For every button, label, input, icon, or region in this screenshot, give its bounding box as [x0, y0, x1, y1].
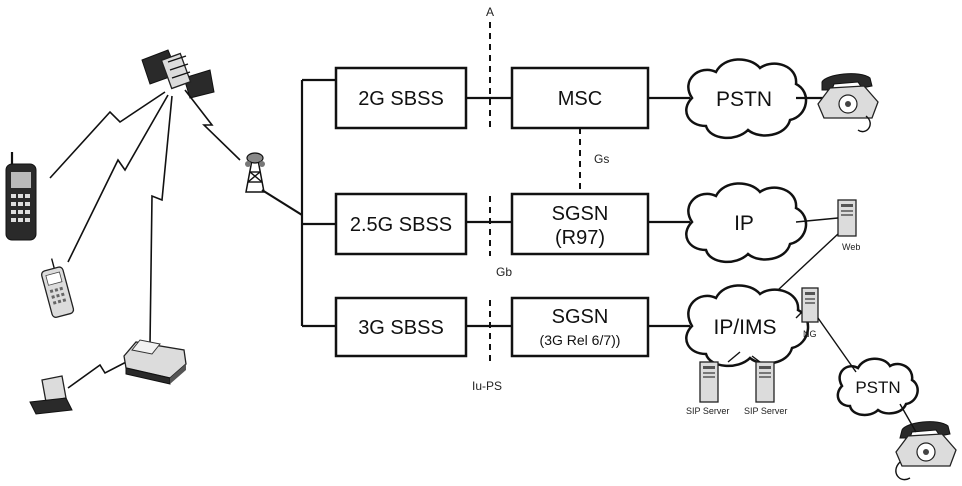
sbss-2g-box: 2G SBSS — [334, 66, 468, 130]
gs-interface-label: Gs — [594, 152, 609, 166]
pstn-cloud-top: PSTN — [685, 58, 808, 139]
sgsn-3g-box: SGSN (3G Rel 6/7)) — [510, 296, 650, 358]
sip-server-2-label: SIP Server — [744, 406, 787, 416]
sgsn-3g-label-1: SGSN — [552, 306, 609, 328]
mobile-phone-icon — [5, 152, 37, 241]
radio-links — [49, 89, 241, 389]
a-interface-label: A — [486, 5, 494, 19]
ip-label: IP — [734, 212, 754, 235]
web-server-icon — [837, 199, 857, 237]
ip-ims-cloud: IP/IMS — [685, 284, 810, 367]
sbss-2g-label: 2G SBSS — [358, 88, 444, 110]
cloud-links — [648, 96, 690, 328]
sgsn-3g-label-2: (3G Rel 6/7)) — [540, 332, 621, 348]
cell-tower-icon — [245, 152, 265, 193]
telephone-icon-top — [796, 73, 879, 133]
web-server-label: Web — [842, 242, 860, 252]
satellite-icon — [141, 49, 215, 99]
ng-server-icon — [801, 287, 819, 323]
pstn-top-label: PSTN — [716, 88, 772, 111]
sip-server-1-icon — [699, 361, 719, 403]
sbss-25g-box: 2.5G SBSS — [334, 192, 468, 256]
tower-connections — [261, 78, 336, 328]
sbss-25g-label: 2.5G SBSS — [350, 214, 452, 236]
msc-box: MSC — [510, 66, 650, 130]
sip-server-2-icon — [755, 361, 775, 403]
sgsn-r97-label-1: SGSN — [552, 203, 609, 225]
sbss-3g-label: 3G SBSS — [358, 317, 444, 339]
server-links — [727, 217, 917, 433]
ip-ims-label: IP/IMS — [713, 316, 776, 339]
pstn-bottom-label: PSTN — [855, 378, 900, 397]
handset-icon — [40, 258, 75, 318]
ng-server-label: NG — [803, 329, 817, 339]
gb-interface-label: Gb — [496, 265, 512, 279]
sgsn-r97-box: SGSN (R97) — [510, 192, 650, 256]
laptop-icon — [29, 375, 73, 415]
msc-label: MSC — [558, 88, 602, 110]
satellite-terminal-icon — [123, 339, 187, 385]
sbss-3g-box: 3G SBSS — [334, 296, 468, 358]
ip-cloud: IP — [685, 182, 808, 263]
pstn-cloud-bottom: PSTN — [836, 357, 919, 417]
sip-server-1-label: SIP Server — [686, 406, 729, 416]
iu-ps-interface-label: Iu-PS — [472, 379, 502, 393]
telephone-icon-bottom — [895, 421, 957, 481]
sgsn-r97-label-2: (R97) — [555, 227, 605, 249]
